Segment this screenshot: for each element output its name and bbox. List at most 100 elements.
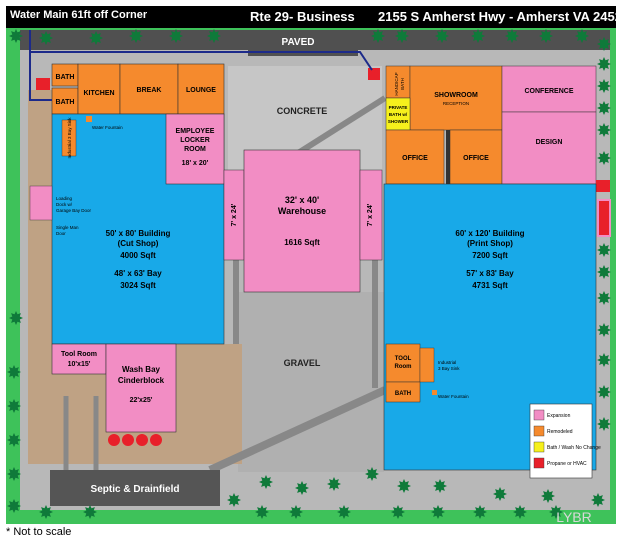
cut-shop-label-2: (Cut Shop)	[118, 239, 159, 248]
tree-icon	[7, 467, 21, 481]
tree-icon	[365, 467, 379, 481]
tree-icon	[255, 505, 269, 519]
concrete-label: CONCRETE	[277, 106, 328, 116]
trees	[7, 29, 611, 519]
tree-icon	[539, 29, 553, 43]
legend-label: Remodeled	[547, 429, 573, 435]
reception-label: RECEPTION	[443, 101, 469, 106]
industrial-sink-left-label: Industrial 3 Bay Sink	[67, 117, 72, 159]
tree-icon	[7, 365, 21, 379]
break-label: BREAK	[137, 87, 162, 94]
tree-icon	[7, 499, 21, 513]
tree-icon	[431, 505, 445, 519]
tree-icon	[597, 323, 611, 337]
legend-swatch	[533, 457, 545, 469]
tree-icon	[591, 493, 605, 507]
employee-locker-room	[165, 113, 225, 185]
locker-label-1: EMPLOYEE	[176, 128, 215, 135]
design-room	[501, 111, 597, 185]
tree-icon	[597, 101, 611, 115]
address-title: 2155 S Amherst Hwy - Amherst VA 24521	[378, 9, 624, 24]
tool-room-right-label-2: Room	[395, 364, 412, 370]
handicap-bath-label-1: HANDICAP	[394, 72, 399, 95]
hvac-unit-right-2	[597, 199, 611, 237]
tree-icon	[391, 505, 405, 519]
legend-label: Propane or HVAC	[547, 461, 587, 467]
warehouse-label-1: 32' x 40'	[285, 195, 319, 205]
single-man-door-label-1: Single Man	[56, 225, 79, 230]
loading-dock-label-2: Dock w/	[56, 202, 73, 207]
tree-icon	[227, 493, 241, 507]
header-bar: Water Main 61ft off Corner Rte 29- Busin…	[6, 6, 624, 28]
print-shop-bay-label-1: 57' x 83' Bay	[466, 269, 514, 278]
private-bath-label-2: BATH w/	[389, 112, 408, 117]
warehouse-label-2: Warehouse	[278, 206, 326, 216]
tree-icon	[259, 475, 273, 489]
watermark: LYBR	[556, 509, 592, 525]
tree-icon	[597, 57, 611, 71]
print-shop-bay-label-2: 4731 Sqft	[472, 281, 508, 290]
office-divider	[446, 130, 450, 184]
industrial-sink-left	[61, 119, 77, 157]
print-shop-label-1: 60' x 120' Building	[455, 229, 524, 238]
tool-room-right	[385, 343, 421, 383]
lounge	[177, 63, 225, 115]
tree-icon	[549, 505, 563, 519]
handicap-bath	[385, 65, 411, 99]
propane-tank-1	[108, 434, 120, 446]
office-a-label: OFFICE	[402, 155, 428, 162]
tree-icon	[597, 123, 611, 137]
tree-icon	[295, 481, 309, 495]
legend-label: Expansion	[547, 413, 571, 419]
propane-tank-3	[136, 434, 148, 446]
tree-icon	[597, 243, 611, 257]
private-bath-label-3: SHOWER	[388, 119, 409, 124]
propane-tank-4	[150, 434, 162, 446]
tree-icon	[597, 291, 611, 305]
design-label: DESIGN	[536, 139, 563, 146]
legend-swatch	[533, 441, 545, 453]
tree-icon	[39, 31, 53, 45]
tree-icon	[597, 385, 611, 399]
tree-icon	[597, 37, 611, 51]
tree-icon	[169, 29, 183, 43]
water-main-line-road	[30, 51, 373, 71]
tree-icon	[597, 79, 611, 93]
tool-room-left-label: Tool Room	[61, 351, 97, 358]
tool-room-left	[51, 343, 107, 375]
water-fountain-right-label: Water Fountain	[438, 394, 469, 399]
tool-room-left-size: 10'x15'	[68, 361, 91, 368]
cut-shop-label-3: 4000 Sqft	[120, 251, 156, 260]
tree-icon	[371, 29, 385, 43]
loading-dock	[29, 185, 53, 221]
tree-icon	[473, 505, 487, 519]
print-shop-label-3: 7200 Sqft	[472, 251, 508, 260]
tree-icon	[513, 505, 527, 519]
break-room	[119, 63, 179, 115]
drive-path-septic	[208, 386, 387, 474]
loading-dock-label-3: Garage Bay Door	[56, 208, 92, 213]
tree-icon	[395, 29, 409, 43]
conference-label: CONFERENCE	[524, 88, 573, 95]
handicap-bath-label-2: BATH	[400, 78, 405, 90]
tree-icon	[597, 151, 611, 165]
paved-label: PAVED	[282, 37, 315, 48]
hvac-unit-right-1	[596, 180, 610, 192]
cut-shop-bay-label-2: 3024 Sqft	[120, 281, 156, 290]
connector-right	[359, 169, 383, 261]
tree-icon	[327, 477, 341, 491]
tree-icon	[7, 433, 21, 447]
office-a	[385, 129, 445, 185]
tree-icon	[83, 505, 97, 519]
tree-icon	[575, 29, 589, 43]
tree-icon	[433, 479, 447, 493]
single-man-door-label-2: Door	[56, 231, 66, 236]
lounge-label: LOUNGE	[186, 87, 216, 94]
wash-bay-size: 22'x25'	[130, 397, 153, 404]
tree-icon	[493, 487, 507, 501]
industrial-sink-right-label-2: 3 Bay Sink	[438, 366, 460, 371]
tool-room-right-label-1: TOOL	[395, 356, 412, 362]
